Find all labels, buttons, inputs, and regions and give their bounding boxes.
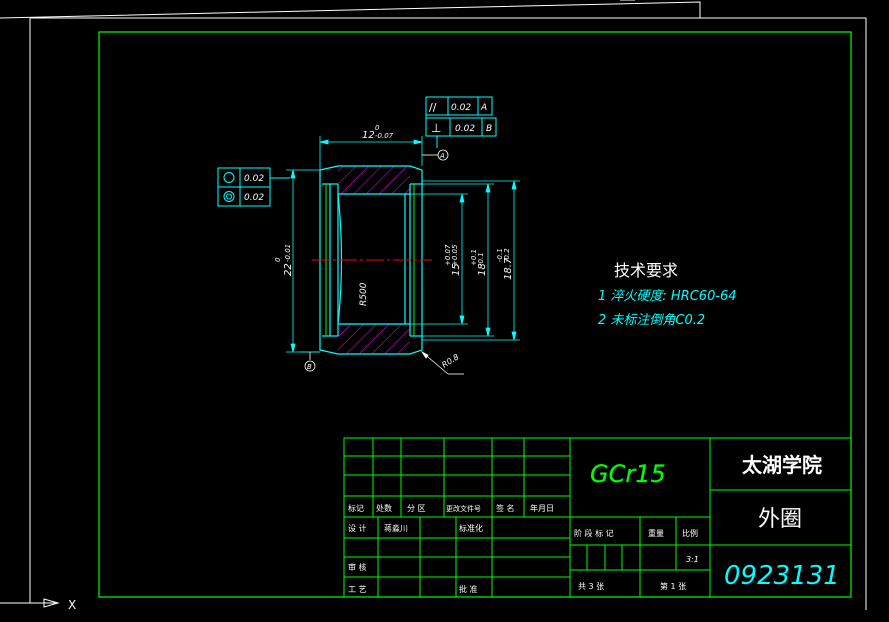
dim-18-lower: -0.1 [477,252,485,266]
gdt-perp-value: 0.02 [455,124,475,134]
gdt-parallel-datum: A [480,103,487,113]
label-count: 处数 [376,503,392,513]
label-signature: 签 名 [496,503,515,513]
runout-icon-outer [223,191,235,202]
dim-left [286,169,320,353]
dim-right [410,180,520,341]
school-name: 太湖学院 [742,453,822,477]
gdt-perp-symbol: ⊥ [431,121,441,135]
label-designer: 蒋淼川 [384,523,408,533]
label-weight: 重量 [648,528,664,538]
label-design: 设 计 [348,523,367,533]
requirements-item-2: 2 未标注倒角C0.2 [598,313,705,328]
technical-requirements: 技术要求 1 淬火硬度: HRC60-64 2 未标注倒角C0.2 [598,261,737,328]
title-block[interactable] [343,437,852,598]
dim-187-upper: -0.1 [496,248,504,262]
label-total-sheets: 共 3 张 [578,582,604,591]
dim-r500: R500 [359,282,369,306]
datum-a-symbol [422,149,449,161]
dim-width [319,136,423,170]
dim-width-value: 12 [362,130,375,141]
drawing-number: 0923131 [724,561,840,591]
requirements-heading: 技术要求 [614,261,678,280]
dim-left-upper: 0 [274,257,282,262]
hatch-bottom [338,324,410,354]
dim-187-lower: -0.2 [503,248,511,262]
hatch-top [338,166,410,194]
gdt-parallel-value: 0.02 [451,103,471,113]
roundness-icon [223,172,235,183]
gdt-frame-left [217,167,290,207]
datum-b-label: B [307,363,312,371]
dim-15-value: 15 [451,263,462,276]
gdt-frame-top [425,96,497,148]
label-mark: 标记 [348,503,364,513]
label-sheet-no: 第 1 张 [660,581,686,591]
dim-15-lower: +0.05 [451,244,459,266]
label-process: 工 艺 [348,585,367,594]
dim-18-upper: +0.1 [470,249,478,266]
dim-15-upper: +0.07 [444,244,452,266]
label-change-doc: 更改文件号 [446,504,481,513]
label-scale-value: 3:1 [686,555,699,564]
dim-width-upper: 0 [375,124,380,132]
label-standardize: 标准化 [459,523,483,533]
dim-left-lower: -0.01 [284,244,292,262]
gdt-parallel-symbol: // [429,101,437,114]
sheet-edge [0,1,867,610]
requirements-item-1: 1 淬火硬度: HRC60-64 [598,289,737,304]
ucs-icon [0,18,60,608]
gdt-perp-datum: B [486,124,492,134]
part-name: 外圈 [758,507,802,532]
ucs-x-label: X [68,598,76,612]
gdt-runout-value: 0.02 [244,193,264,203]
label-stage-mark: 阶 段 标 记 [574,528,614,538]
gdt-roundness-value: 0.02 [244,174,264,184]
label-approve: 批 准 [459,584,478,594]
label-scale: 比例 [682,528,698,538]
title-block-labels: 标记 处数 分 区 更改文件号 签 名 年月日 设 计 蒋淼川 标准化 审 核 … [348,503,699,594]
label-review: 审 核 [348,562,367,572]
dim-18-value: 18 [477,263,488,276]
dim-187-value: 18.7 [503,257,514,280]
dim-left-value: 22 [283,263,294,276]
datum-b-symbol [304,352,316,372]
dim-r08: R0.8 [440,352,460,369]
part-section-view[interactable]: 12 0 -0.07 A // 0.02 A ⊥ 0.02 B [217,96,520,375]
label-zone: 分 区 [407,504,426,513]
leader-r08 [420,350,464,375]
material-name: GCr15 [590,460,666,488]
runout-icon-inner [226,193,232,200]
label-date: 年月日 [530,503,554,513]
dim-width-lower: -0.07 [375,132,394,140]
datum-a-label: A [439,152,445,160]
